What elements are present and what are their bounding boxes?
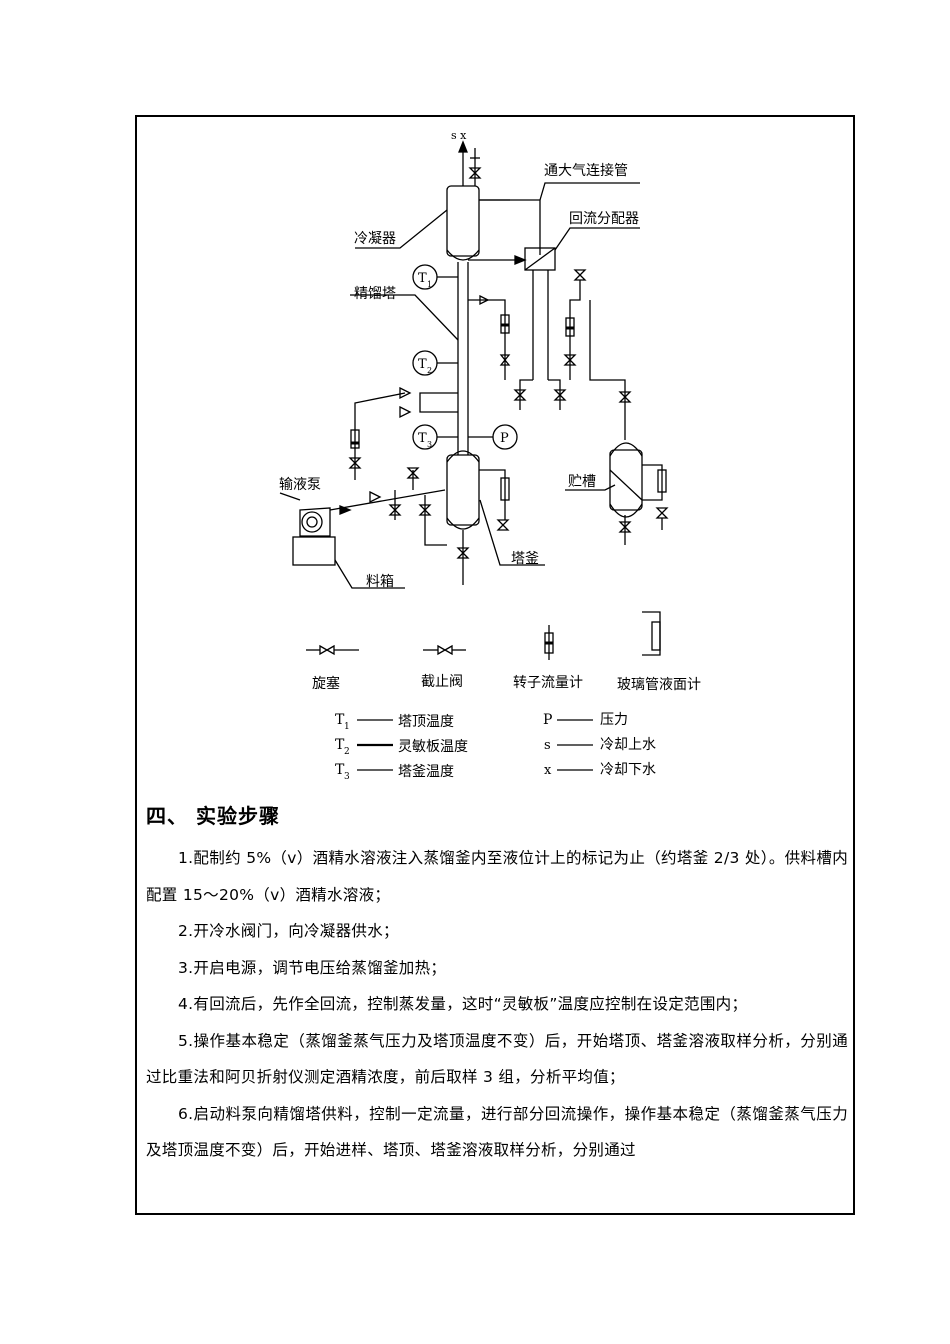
reflux-splitter-label: 回流分配器 xyxy=(569,211,639,227)
legend-t2-desc: 灵敏板温度 xyxy=(398,739,468,755)
level-gauge-caption: 玻璃管液面计 xyxy=(617,676,701,693)
reboiler-label: 塔釜 xyxy=(511,551,539,567)
t3-circle-sub: 3 xyxy=(427,440,432,449)
legend-s-desc: 冷却上水 xyxy=(600,737,656,753)
rotameter-caption: 转子流量计 xyxy=(513,675,583,691)
legend-p-desc: 压力 xyxy=(600,712,628,728)
step-1: 1.配制约 5%（v）酒精水溶液注入蒸馏釜内至液位计上的标记为止（约塔釜 2/3… xyxy=(146,849,848,904)
condenser-label: 冷凝器 xyxy=(354,231,396,247)
steps-list: 1.配制约 5%（v）酒精水溶液注入蒸馏釜内至液位计上的标记为止（约塔釜 2/3… xyxy=(146,840,848,1169)
legend-t1-desc: 塔顶温度 xyxy=(398,714,454,730)
vent-pipe-label: 通大气连接管 xyxy=(544,162,628,179)
t1-circle-label: T xyxy=(418,271,427,286)
step-3: 3.开启电源，调节电压给蒸馏釜加热； xyxy=(178,958,447,977)
legend-x-desc: 冷却下水 xyxy=(600,762,656,778)
t2-circle-sub: 2 xyxy=(427,366,432,375)
legend-t1-sym: T xyxy=(335,712,345,728)
storage-tank-label: 贮槽 xyxy=(568,474,596,490)
feed-pump-label: 输液泵 xyxy=(279,477,321,493)
sx-label: s x xyxy=(451,129,467,142)
legend-t2-sub: 2 xyxy=(344,747,350,757)
legend-p-sym: P xyxy=(543,712,552,728)
step-5: 5.操作基本稳定（蒸馏釜蒸气压力及塔顶温度不变）后，开始塔顶、塔釜溶液取样分析，… xyxy=(146,1031,848,1087)
legend-t1-sub: 1 xyxy=(344,722,350,732)
legend-s-sym: s xyxy=(544,738,551,753)
distillation-diagram: s x 通大气连接管 冷凝器 回流分配器 精馏塔 输液泵 贮槽 塔釜 料箱 T … xyxy=(279,129,701,782)
legend-t2-sym: T xyxy=(335,737,345,753)
t1-circle-sub: 1 xyxy=(427,280,432,289)
document-frame xyxy=(135,115,855,1215)
feed-tank-label: 料箱 xyxy=(366,574,394,590)
step-2: 2.开冷水阀门，向冷凝器供水； xyxy=(178,922,399,940)
legend-x-sym: x xyxy=(544,763,552,778)
step-6: 6.启动料泵向精馏塔供料，控制一定流量，进行部分回流操作，操作基本稳定（蒸馏釜蒸… xyxy=(146,1104,848,1160)
t2-circle-label: T xyxy=(418,357,427,372)
globe-valve-caption: 截止阀 xyxy=(421,674,463,690)
legend-t3-desc: 塔釜温度 xyxy=(398,764,454,780)
legend-t3-sub: 3 xyxy=(344,772,350,782)
p-circle-label: P xyxy=(500,431,509,446)
step-4: 4.有回流后，先作全回流，控制蒸发量，这时“灵敏板”温度应控制在设定范围内； xyxy=(178,995,748,1013)
t3-circle-label: T xyxy=(418,431,427,446)
legend-t3-sym: T xyxy=(335,762,345,778)
column-label: 精馏塔 xyxy=(354,286,396,302)
plug-valve-caption: 旋塞 xyxy=(312,675,340,692)
section-title: 四、 实验步骤 xyxy=(146,804,280,828)
